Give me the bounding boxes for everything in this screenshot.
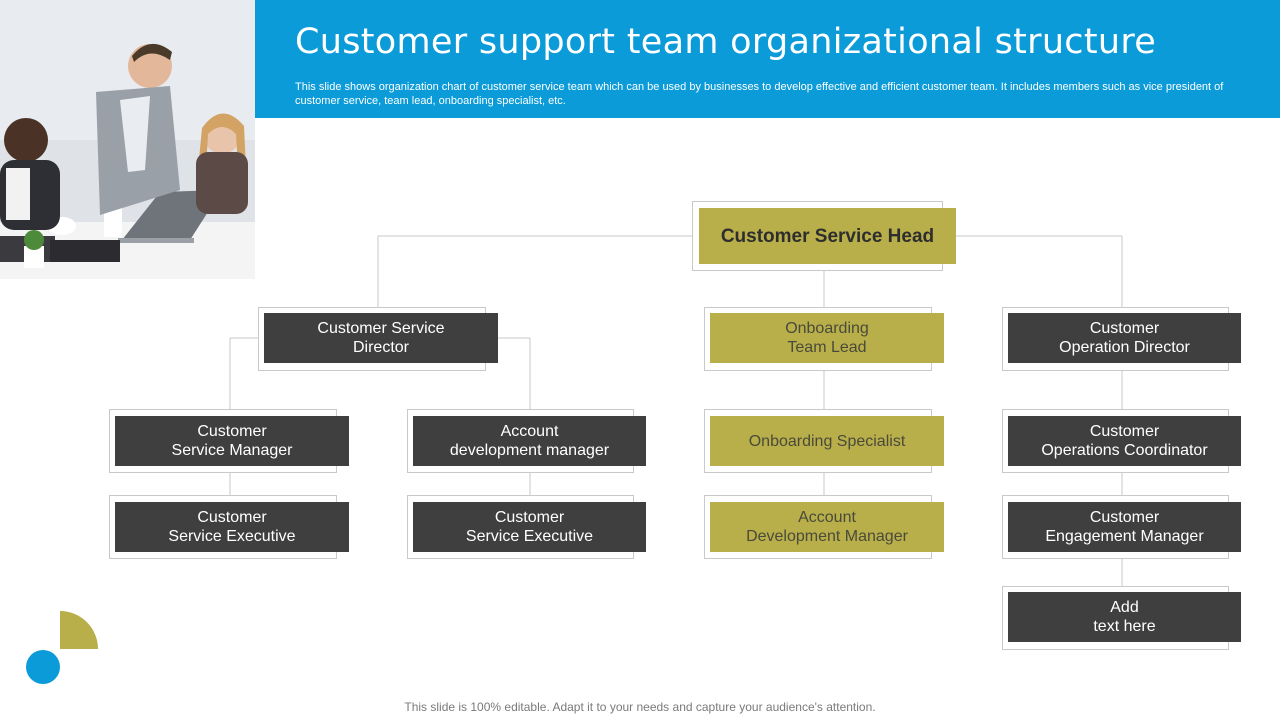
slide-subtitle: This slide shows organization chart of c… <box>295 81 1224 107</box>
slide-title: Customer support team organizational str… <box>295 22 1157 62</box>
node-account-development-manager-mid: Account Development Manager <box>710 502 944 552</box>
team-photo-illustration <box>0 0 255 279</box>
node-customer-operation-director: Customer Operation Director <box>1008 313 1241 363</box>
quarter-circle-shape <box>60 611 98 649</box>
node-customer-service-head: Customer Service Head <box>699 208 956 264</box>
node-customer-service-executive-left: Customer Service Executive <box>115 502 349 552</box>
node-account-development-manager-left: Account development manager <box>413 416 646 466</box>
node-customer-operations-coordinator: Customer Operations Coordinator <box>1008 416 1241 466</box>
team-photo <box>0 0 255 279</box>
header-band: Customer support team organizational str… <box>255 0 1280 118</box>
footer-note: This slide is 100% editable. Adapt it to… <box>404 700 876 714</box>
node-customer-service-director: Customer Service Director <box>264 313 498 363</box>
node-onboarding-team-lead: Onboarding Team Lead <box>710 313 944 363</box>
node-onboarding-specialist: Onboarding Specialist <box>710 416 944 466</box>
decorative-shapes <box>26 611 98 684</box>
node-customer-service-manager: Customer Service Manager <box>115 416 349 466</box>
node-customer-engagement-manager: Customer Engagement Manager <box>1008 502 1241 552</box>
node-customer-service-executive-right: Customer Service Executive <box>413 502 646 552</box>
node-add-text-here: Add text here <box>1008 592 1241 642</box>
blue-circle-shape <box>26 650 60 684</box>
